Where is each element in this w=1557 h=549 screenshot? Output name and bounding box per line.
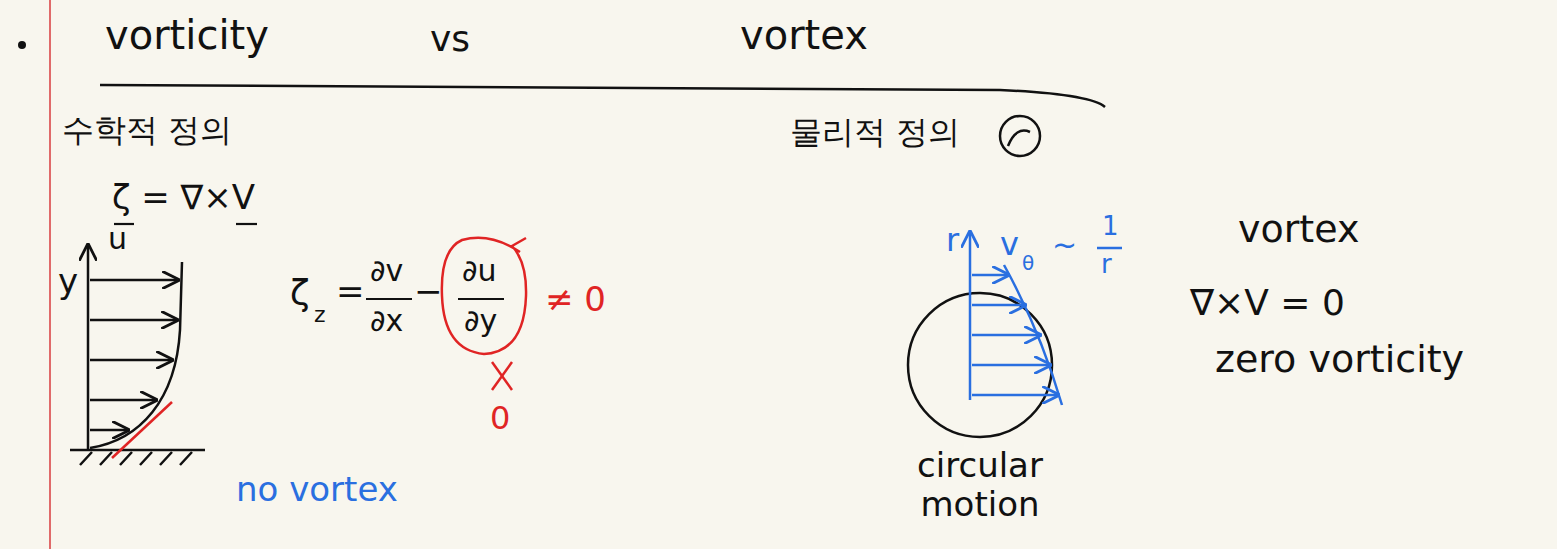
heading-word: vortex xyxy=(740,12,868,58)
fraction-part: ∂x xyxy=(370,304,403,339)
red-markup xyxy=(442,238,526,390)
annotation: no vortex xyxy=(236,470,398,509)
fraction-part: ∂u xyxy=(462,254,497,289)
fraction-part: 1 xyxy=(1102,212,1119,242)
axis-label: u xyxy=(108,222,127,257)
equation-symbol: = xyxy=(336,272,365,311)
note-text: zero vorticity xyxy=(1215,338,1464,382)
note-text: circular motion xyxy=(890,446,1070,524)
note-text: ∇×V = 0 xyxy=(1190,282,1345,323)
equation-symbol: v xyxy=(1000,226,1019,263)
note-text: vortex xyxy=(1238,208,1359,252)
tangent-line xyxy=(112,402,172,458)
heading-word: vorticity xyxy=(105,12,269,58)
section-title: 수학적 정의 xyxy=(62,112,232,149)
annotation: 0 xyxy=(490,400,510,437)
fraction-part: ∂v xyxy=(370,254,403,289)
fraction-part: ∂y xyxy=(464,304,497,339)
header-underline xyxy=(100,85,1105,107)
equation-symbol: − xyxy=(414,272,443,311)
margin-line xyxy=(49,0,51,549)
vector-underline xyxy=(114,223,257,225)
annotation: ≠ 0 xyxy=(545,280,606,319)
equation-symbol: ζ xyxy=(290,272,310,313)
subscript: θ xyxy=(1022,252,1034,275)
heading-word: vs xyxy=(430,18,470,59)
bullet-dot xyxy=(18,41,26,49)
subscript: z xyxy=(314,302,326,327)
axis-label: y xyxy=(58,262,78,301)
velocity-distribution xyxy=(970,232,1122,405)
equation-symbol: ~ xyxy=(1052,228,1077,263)
vortex-circle xyxy=(908,293,1052,437)
velocity-profile xyxy=(70,245,205,465)
rotation-symbol xyxy=(1000,116,1040,156)
axis-label: r xyxy=(946,222,959,259)
equation: ζ = ∇×V xyxy=(112,178,255,217)
fraction-part: r xyxy=(1101,250,1112,280)
section-title: 물리적 정의 xyxy=(790,114,960,151)
